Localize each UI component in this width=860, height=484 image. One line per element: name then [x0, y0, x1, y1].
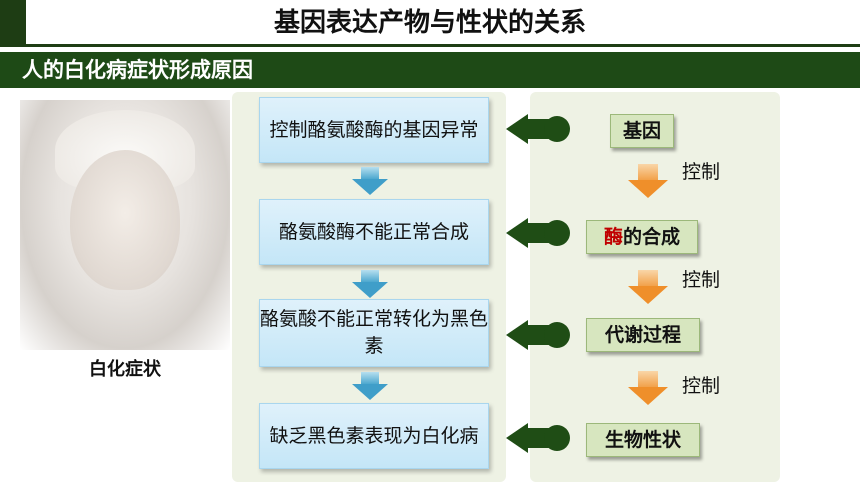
- control-label: 控制: [682, 161, 721, 183]
- enzyme-rest: 的合成: [623, 226, 681, 248]
- photo-face: [70, 150, 180, 290]
- step-box-enzyme-synthesis: 酪氨酸酶不能正常合成: [259, 199, 489, 265]
- title-corner-block: [0, 0, 26, 46]
- control-label: 控制: [682, 375, 721, 397]
- section-subtitle: 人的白化病症状形成原因: [22, 58, 253, 82]
- step-box-melanin-conversion: 酪氨酸不能正常转化为黑色素: [259, 299, 489, 367]
- left-pointer-icon: [506, 114, 570, 144]
- label-biological-trait: 生物性状: [586, 423, 700, 457]
- label-metabolism: 代谢过程: [586, 318, 700, 352]
- title-rule: [0, 44, 860, 47]
- step-box-gene-abnormal: 控制酪氨酸酶的基因异常: [259, 97, 489, 163]
- control-label: 控制: [682, 269, 721, 291]
- step-text: 酪氨酸不能正常转化为黑色素: [260, 308, 489, 357]
- page-title: 基因表达产物与性状的关系: [273, 8, 586, 38]
- label-gene: 基因: [610, 114, 674, 148]
- step-box-albinism: 缺乏黑色素表现为白化病: [259, 403, 489, 469]
- step-text: 酪氨酸酶不能正常合成: [278, 220, 469, 243]
- title-band: [0, 0, 860, 46]
- photo-caption: 白化症状: [89, 359, 161, 380]
- step-text: 控制酪氨酸酶的基因异常: [269, 118, 479, 141]
- enzyme-highlight: 酶: [603, 226, 623, 248]
- left-pointer-icon: [506, 423, 570, 453]
- left-pointer-icon: [506, 218, 570, 248]
- subtitle-bar: [0, 52, 860, 88]
- step-text: 缺乏黑色素表现为白化病: [269, 424, 479, 447]
- label-enzyme-synthesis: 酶的合成: [586, 220, 698, 254]
- left-pointer-icon: [506, 320, 570, 350]
